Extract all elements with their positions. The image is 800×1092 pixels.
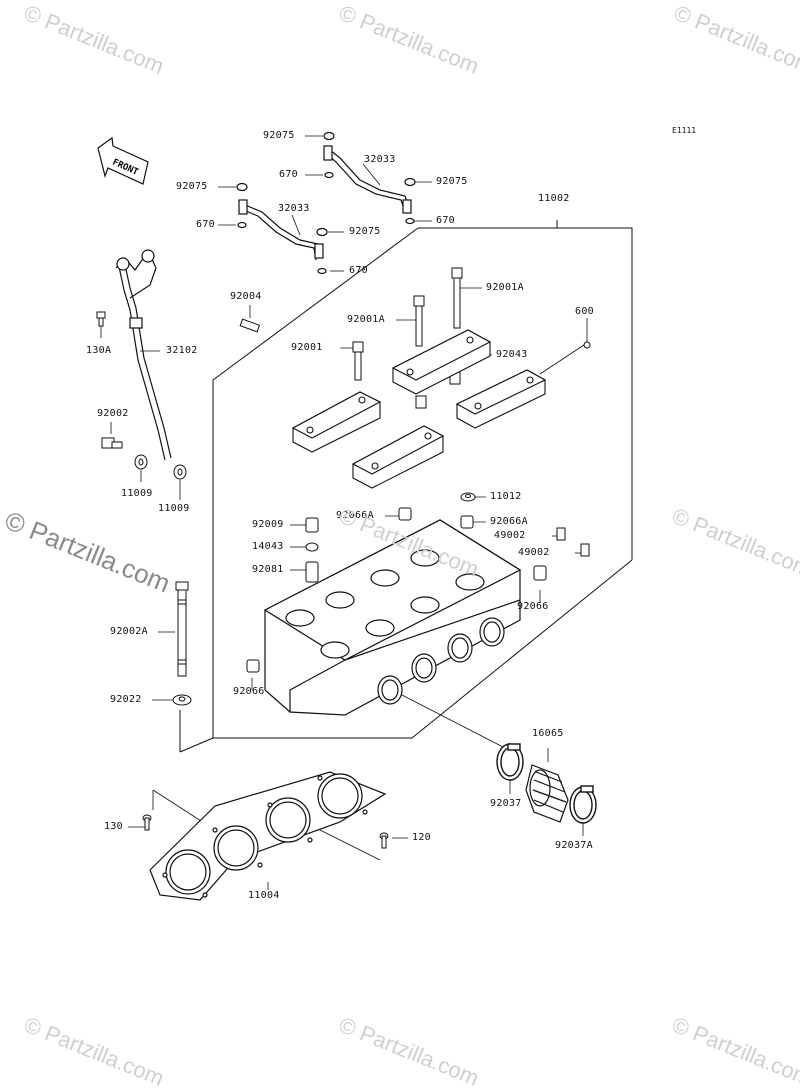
diagram-code: E1111 (672, 126, 697, 135)
part-label-120[interactable]: 120 (412, 832, 431, 843)
part-label-92066[interactable]: 92066 (517, 601, 549, 612)
camshaft-caps (291, 329, 547, 489)
part-label-11004[interactable]: 11004 (248, 890, 280, 901)
part-label-32033[interactable]: 32033 (278, 203, 310, 214)
part-label-92001A[interactable]: 92001A (347, 314, 385, 325)
part-label-130[interactable]: 130 (104, 821, 123, 832)
part-label-92066A[interactable]: 92066A (336, 510, 374, 521)
cylinder-head-exploded-diagram: FRONT (96, 131, 633, 901)
head-gasket-11004 (149, 771, 387, 901)
part-label-92001[interactable]: 92001 (291, 342, 323, 353)
front-arrow-icon: FRONT (97, 136, 149, 185)
part-label-600[interactable]: 600 (575, 306, 594, 317)
part-label-92066A[interactable]: 92066A (490, 516, 528, 527)
valve-parts (246, 492, 590, 673)
part-label-670[interactable]: 670 (196, 219, 215, 230)
part-label-11009[interactable]: 11009 (121, 488, 153, 499)
part-label-92001A[interactable]: 92001A (486, 282, 524, 293)
oil-pipe-32033-upper (323, 145, 412, 214)
part-label-92002A[interactable]: 92002A (110, 626, 148, 637)
part-label-32033[interactable]: 32033 (364, 154, 396, 165)
part-label-92075[interactable]: 92075 (349, 226, 381, 237)
part-label-92037A[interactable]: 92037A (555, 840, 593, 851)
part-label-670[interactable]: 670 (349, 265, 368, 276)
part-label-92009[interactable]: 92009 (252, 519, 284, 530)
cap-bolts (352, 267, 591, 409)
small-bolts (96, 311, 389, 849)
part-label-11009[interactable]: 11009 (158, 503, 190, 514)
intake-clamps (496, 743, 597, 824)
part-label-32102[interactable]: 32102 (166, 345, 198, 356)
part-label-92066[interactable]: 92066 (233, 686, 265, 697)
assembly-outline (179, 220, 633, 753)
part-label-92081[interactable]: 92081 (252, 564, 284, 575)
part-label-92075[interactable]: 92075 (436, 176, 468, 187)
part-label-670[interactable]: 670 (279, 169, 298, 180)
part-label-11002[interactable]: 11002 (538, 193, 570, 204)
part-label-130A[interactable]: 130A (86, 345, 112, 356)
banjo-washers (236, 131, 416, 275)
oil-pipe-32102 (115, 249, 172, 461)
part-label-92037[interactable]: 92037 (490, 798, 522, 809)
part-label-92002[interactable]: 92002 (97, 408, 129, 419)
cylinder-head-body (263, 519, 522, 716)
stud-92002A (172, 581, 192, 706)
part-label-49002[interactable]: 49002 (494, 530, 526, 541)
part-label-92075[interactable]: 92075 (176, 181, 208, 192)
oil-pipe-32033-lower (238, 199, 324, 261)
part-label-92043[interactable]: 92043 (496, 349, 528, 360)
intake-boot-16065 (525, 764, 569, 823)
part-label-92075[interactable]: 92075 (263, 130, 295, 141)
part-label-92004[interactable]: 92004 (230, 291, 262, 302)
part-label-14043[interactable]: 14043 (252, 541, 284, 552)
intake-stubs (377, 617, 505, 705)
part-label-11012[interactable]: 11012 (490, 491, 522, 502)
part-label-670[interactable]: 670 (436, 215, 455, 226)
part-label-92022[interactable]: 92022 (110, 694, 142, 705)
part-label-49002[interactable]: 49002 (518, 547, 550, 558)
part-label-16065[interactable]: 16065 (532, 728, 564, 739)
